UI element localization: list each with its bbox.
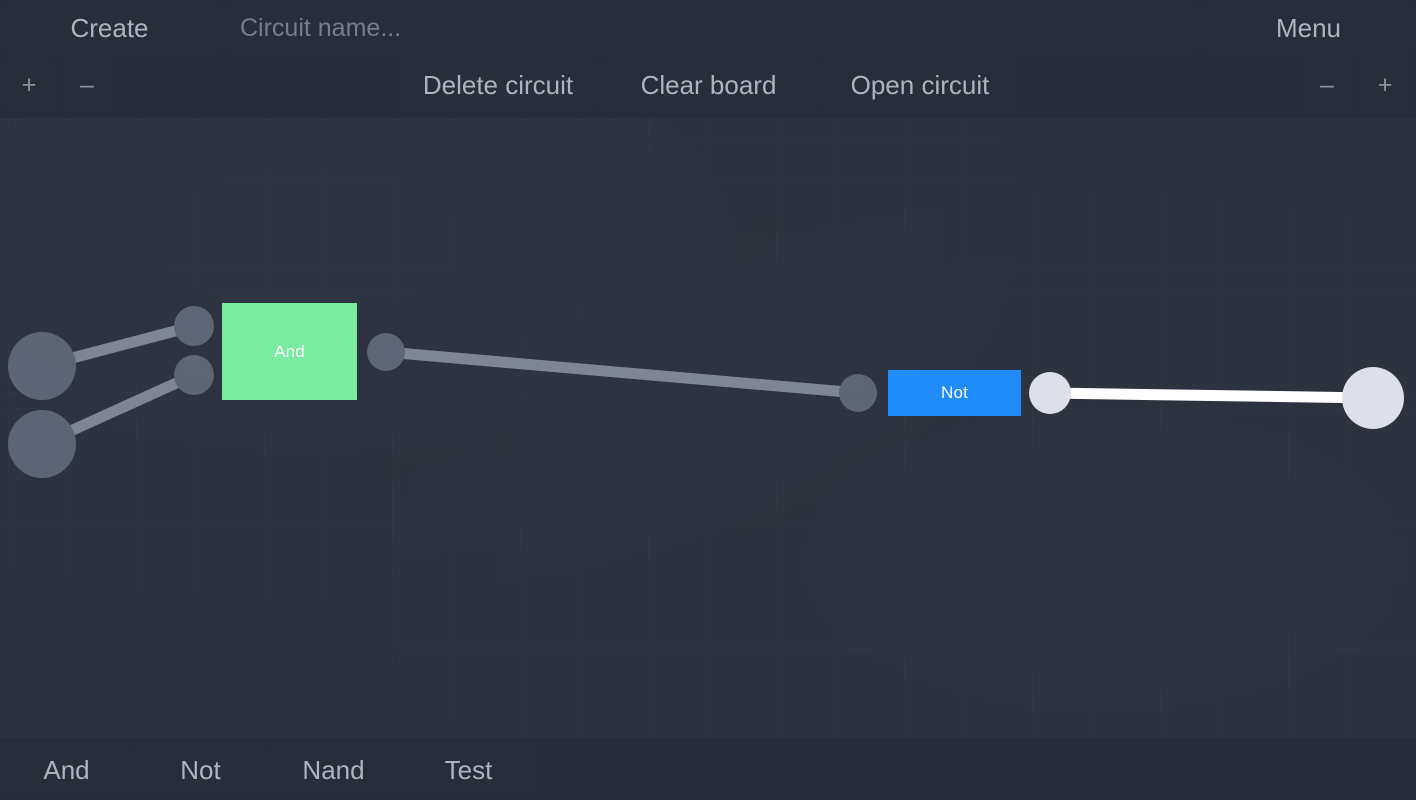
menu-button[interactable]: Menu xyxy=(1201,3,1416,53)
zoom-out-right-button[interactable]: – xyxy=(1300,58,1354,112)
zoom-in-left-button[interactable]: + xyxy=(2,58,56,112)
node-and-in-2[interactable] xyxy=(174,355,214,395)
wire-not-to-out[interactable] xyxy=(1049,387,1374,404)
wire-and-to-not[interactable] xyxy=(385,346,859,399)
zoom-in-right-button[interactable]: + xyxy=(1358,58,1412,112)
gate-not[interactable]: Not xyxy=(888,370,1021,416)
node-and-in-1[interactable] xyxy=(174,306,214,346)
open-circuit-button[interactable]: Open circuit xyxy=(820,58,1020,112)
palette-item-not[interactable]: Not xyxy=(135,744,266,796)
top-toolbar-row-2: + – Delete circuit Clear board Open circ… xyxy=(0,56,1416,118)
node-not-out[interactable] xyxy=(1029,372,1071,414)
node-input-b[interactable] xyxy=(8,410,76,478)
palette-item-nand[interactable]: Nand xyxy=(268,744,399,796)
gate-and-label: And xyxy=(274,341,305,361)
top-toolbar: Create Menu + – Delete circuit Clear boa… xyxy=(0,0,1416,118)
clear-board-button[interactable]: Clear board xyxy=(600,58,817,112)
top-toolbar-row-1: Create Menu xyxy=(0,0,1416,56)
circuit-name-input[interactable] xyxy=(222,3,1199,53)
zoom-out-left-button[interactable]: – xyxy=(60,58,114,112)
gate-not-label: Not xyxy=(940,383,969,402)
node-and-out[interactable] xyxy=(367,333,405,371)
palette-item-and[interactable]: And xyxy=(0,744,133,796)
node-input-a[interactable] xyxy=(8,332,76,400)
delete-circuit-button[interactable]: Delete circuit xyxy=(398,58,598,112)
palette-item-test[interactable]: Test xyxy=(401,744,536,796)
gate-palette-toolbar: And Not Nand Test xyxy=(0,738,1416,800)
node-not-in[interactable] xyxy=(839,374,877,412)
gate-and[interactable]: And xyxy=(222,303,357,400)
create-button[interactable]: Create xyxy=(0,3,219,53)
node-board-output[interactable] xyxy=(1342,367,1404,429)
